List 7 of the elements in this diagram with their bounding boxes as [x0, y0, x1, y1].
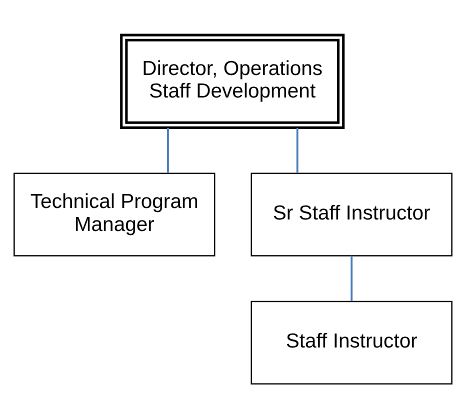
- node-box: Technical Program Manager: [13, 172, 215, 256]
- connector: [166, 128, 168, 174]
- connector: [350, 256, 352, 302]
- connector: [296, 128, 298, 174]
- node-box: Staff Instructor: [250, 300, 452, 385]
- node-box: Sr Staff Instructor: [250, 172, 452, 256]
- node-box: Director, Operations Staff Development: [120, 34, 344, 129]
